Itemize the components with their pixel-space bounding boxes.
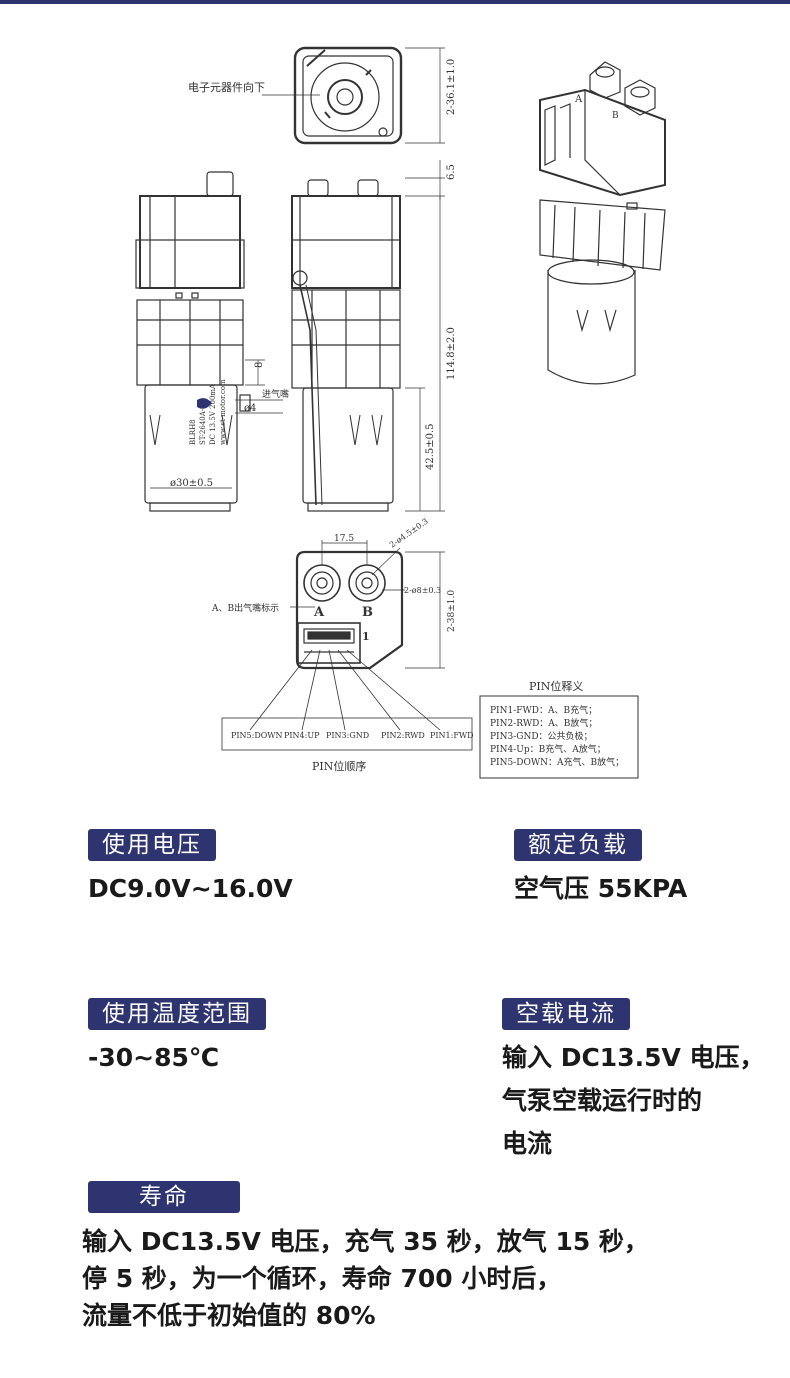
pin-order-title: PIN位顺序 — [312, 759, 366, 773]
dim-bottom-height: 2-38±1.0 — [447, 590, 457, 632]
dim-nozzle-outer: 2-ø8±0.3 — [404, 586, 441, 595]
spec-load-label: 额定负载 — [514, 829, 642, 861]
label-inlet: 进气嘴 — [262, 388, 289, 400]
technical-drawing: BLRH8 ST-2640A-07 DC 13.5V 200mA www.st-… — [135, 46, 666, 779]
spec-noload-line-3: 电流 — [502, 1129, 553, 1158]
spec-life-line-3: 流量不低于初始值的 80% — [82, 1301, 376, 1330]
pin-order-4: PIN4:UP — [284, 731, 320, 740]
motor-label-1: BLRH8 — [189, 419, 197, 445]
label-outlet-mark: A、B出气嘴标示 — [211, 602, 279, 614]
iso-letter-a: A — [574, 94, 583, 105]
motor-label-3: DC 13.5V 200mA — [209, 383, 217, 445]
pin-def-4: PIN4-Up：B充气、A放气； — [490, 743, 606, 755]
spec-noload-line-2: 气泵空载运行时的 — [502, 1086, 703, 1115]
pin-def-title: PIN位释义 — [529, 679, 583, 693]
top-rule — [0, 0, 790, 4]
spec-voltage: 使用电压 DC9.0V~16.0V — [88, 829, 293, 907]
brand-logo-icon — [197, 398, 212, 409]
pin-def-box: PIN位释义 PIN1-FWD：A、B充气； PIN2-RWD：A、B放气； P… — [479, 679, 639, 779]
pin-def-1: PIN1-FWD：A、B充气； — [490, 704, 597, 716]
spec-voltage-value: DC9.0V~16.0V — [88, 874, 293, 903]
pin-order-2: PIN2:RWD — [381, 731, 425, 740]
dim-top-connector: 6.5 — [446, 164, 457, 180]
spec-temp-value: -30~85℃ — [88, 1043, 220, 1072]
spec-life: 寿命 输入 DC13.5V 电压，充气 35 秒，放气 15 秒， 停 5 秒，… — [82, 1181, 649, 1334]
spec-life-line-2: 停 5 秒，为一个循环，寿命 700 小时后， — [82, 1264, 562, 1293]
port-b-label: B — [362, 605, 373, 620]
dim-inlet-dia: ø4 — [244, 403, 256, 414]
top-view — [262, 46, 445, 200]
pin1-marker: 1 — [362, 630, 370, 643]
pin-def-2: PIN2-RWD：A、B放气； — [490, 717, 597, 729]
dim-inlet-len: 8 — [254, 362, 265, 368]
dim-nozzle-inner: 2-ø4.5±0.3 — [388, 517, 430, 550]
motor-label-4: www.st-motor.com — [219, 379, 227, 445]
pin-def-5: PIN5-DOWN：A充气、B放气； — [490, 756, 624, 768]
pin-def-3: PIN3-GND：公共负极； — [490, 730, 593, 742]
front-view: BLRH8 ST-2640A-07 DC 13.5V 200mA www.st-… — [135, 171, 283, 512]
spec-temp: 使用温度范围 -30~85℃ — [88, 998, 266, 1076]
spec-load: 额定负载 空气压 55KPA — [514, 829, 687, 907]
pin-order-5: PIN5:DOWN — [231, 731, 283, 740]
bottom-view: A B 1 — [249, 540, 445, 731]
spec-noload-line-1: 输入 DC13.5V 电压， — [502, 1043, 765, 1072]
isometric-view: A B — [539, 61, 666, 385]
spec-voltage-label: 使用电压 — [88, 829, 216, 861]
spec-noload: 空载电流 输入 DC13.5V 电压， 气泵空载运行时的 电流 — [502, 998, 765, 1165]
dim-top-width: 2-36.1±1.0 — [446, 59, 457, 115]
pin-order-3: PIN3:GND — [326, 731, 369, 740]
dim-total-height: 114.8±2.0 — [446, 327, 457, 380]
iso-letter-b: B — [612, 111, 619, 121]
dim-motor-height: 42.5±0.5 — [425, 423, 436, 470]
dim-nozzle-pitch: 17.5 — [334, 534, 354, 544]
spec-life-line-1: 输入 DC13.5V 电压，充气 35 秒，放气 15 秒， — [82, 1227, 649, 1256]
spec-load-value: 空气压 55KPA — [514, 874, 688, 903]
pin-order-box: PIN5:DOWN PIN4:UP PIN3:GND PIN2:RWD PIN1… — [221, 717, 474, 773]
motor-label-2: ST-2640A-07 — [199, 400, 207, 445]
port-a-label: A — [313, 605, 325, 620]
pin-order-1: PIN1:FWD — [430, 731, 474, 740]
spec-noload-label: 空载电流 — [502, 998, 630, 1030]
side-view — [291, 179, 445, 512]
spec-life-label: 寿命 — [88, 1181, 240, 1213]
label-components-down: 电子元器件向下 — [188, 80, 265, 94]
spec-temp-label: 使用温度范围 — [88, 998, 266, 1030]
dim-motor-dia: ø30±0.5 — [170, 478, 213, 489]
